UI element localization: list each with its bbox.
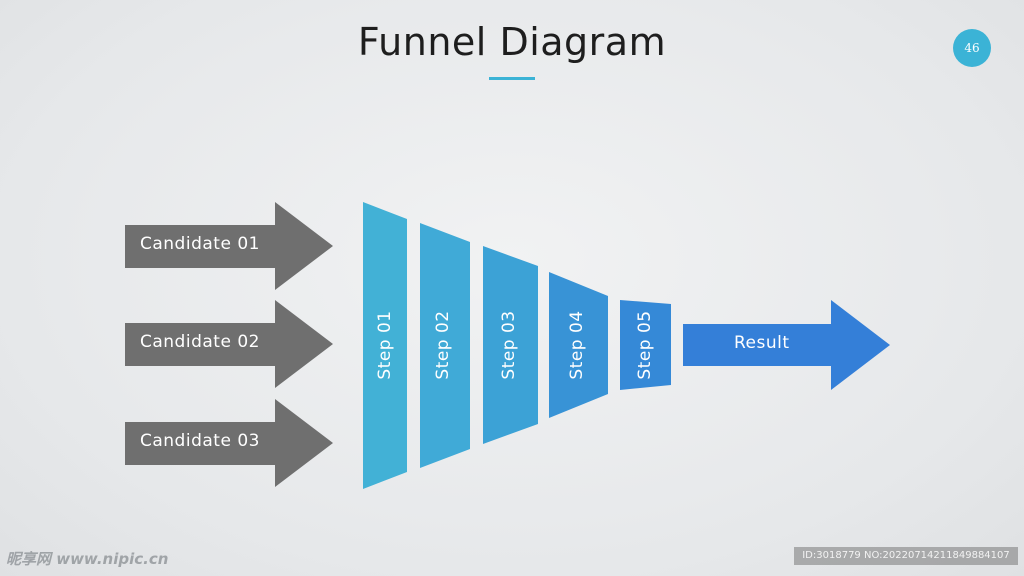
step-label-04: Step 04: [567, 310, 587, 380]
candidate-label-02: Candidate 02: [140, 332, 260, 352]
step-label-02: Step 02: [433, 310, 453, 380]
step-label-03: Step 03: [499, 310, 519, 380]
watermark-left: 昵享网 www.nipic.cn: [6, 550, 169, 568]
candidate-arrow-03: [125, 399, 333, 487]
result-arrow: [683, 300, 890, 390]
page-number-badge: 46: [953, 29, 991, 67]
candidate-arrow-01: [125, 202, 333, 290]
result-label: Result: [734, 333, 790, 353]
title-underline: [489, 77, 535, 80]
candidate-label-01: Candidate 01: [140, 234, 260, 254]
step-label-05: Step 05: [635, 310, 655, 380]
funnel-step-04: [549, 272, 608, 418]
funnel-step-05: [620, 300, 671, 390]
candidate-arrow-02: [125, 300, 333, 388]
step-label-01: Step 01: [375, 310, 395, 380]
funnel-step-03: [483, 246, 538, 444]
funnel-step-02: [420, 223, 470, 468]
funnel-step-01: [363, 202, 407, 489]
candidate-label-03: Candidate 03: [140, 431, 260, 451]
page-title: Funnel Diagram: [357, 20, 667, 64]
watermark-right: ID:3018779 NO:20220714211849884107: [794, 547, 1018, 565]
